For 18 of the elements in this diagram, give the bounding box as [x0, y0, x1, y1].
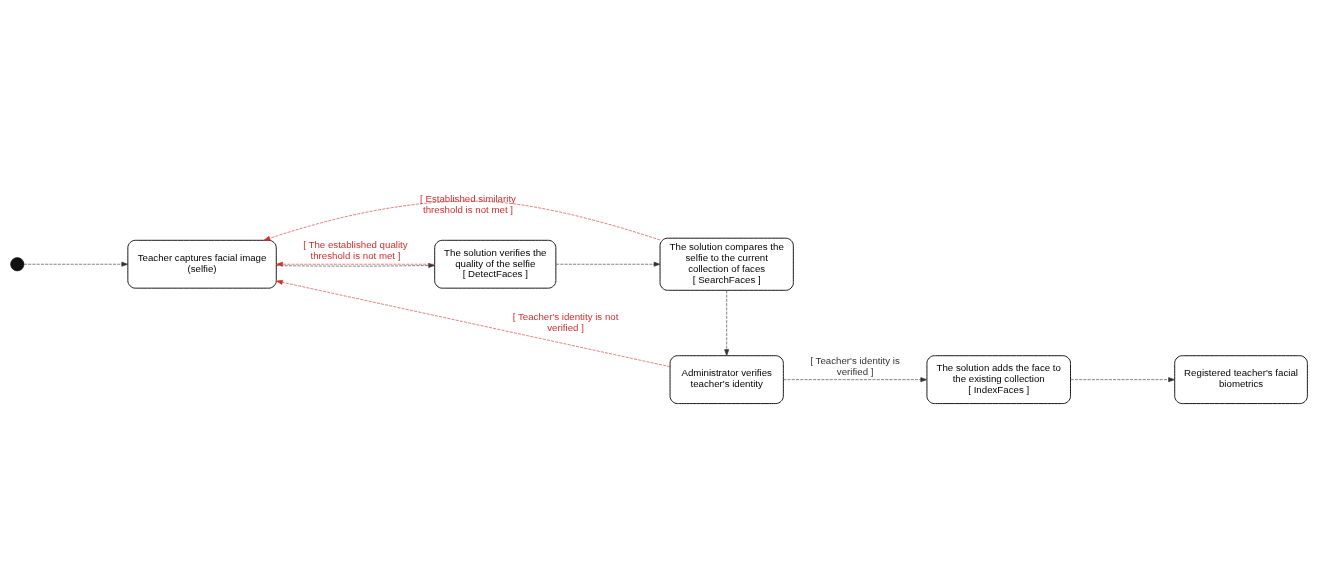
node-box: The solution adds the face to the existing collection [ IndexFaces ]	[926, 354, 1071, 404]
arrow	[263, 200, 661, 241]
node-box: Administrator verifies teacher's identity	[669, 354, 784, 404]
node-circle	[10, 256, 25, 271]
edge-label: [ Teacher's identity is not verified ]	[512, 310, 619, 333]
arrow	[783, 376, 928, 382]
edge-label: [ The established quality threshold is not met ]	[303, 238, 408, 261]
arrow	[724, 289, 730, 356]
arrow	[1070, 376, 1175, 382]
node-box: Teacher captures facial image (selfie)	[127, 239, 277, 289]
node-box: Registered teacher's facial biometrics	[1174, 354, 1308, 404]
node-box: The solution verifies the quality of the selfie [ DetectFaces ]	[434, 239, 557, 289]
node-box: The solution compares the selfie to the current collection of faces [ SearchFaces ]	[659, 237, 794, 291]
edge-label: [ Teacher's identity is verified ]	[810, 354, 900, 377]
arrow	[23, 261, 129, 267]
arrow	[555, 261, 661, 267]
arrow	[276, 279, 671, 367]
edge-label: [ Established similarity threshold is not met ]	[420, 192, 516, 215]
